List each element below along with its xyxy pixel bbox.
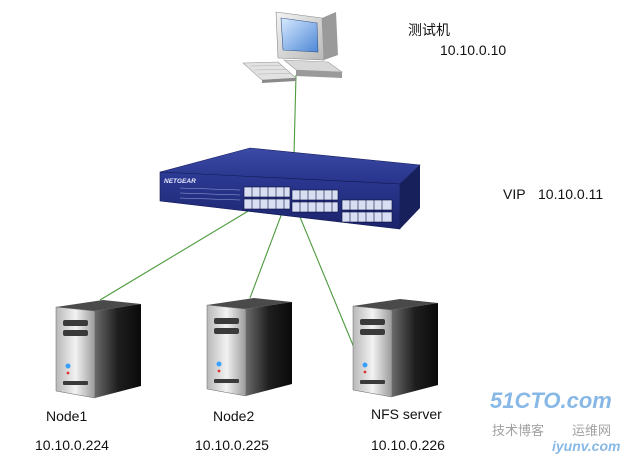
- node2-label: Node2: [213, 408, 255, 424]
- switch-brand: NETGEAR: [164, 178, 196, 185]
- nfs-label: NFS server: [371, 406, 442, 422]
- watermark-url: iyunv.com: [552, 438, 621, 454]
- node2-ip: 10.10.0.225: [195, 437, 269, 453]
- node1-label: Node1: [46, 408, 88, 424]
- server-node2-icon: [206, 298, 292, 397]
- cable-node1-switch: [99, 209, 251, 301]
- node1-ip: 10.10.0.224: [35, 437, 109, 453]
- switch-icon: NETGEAR: [159, 147, 421, 230]
- watermark-line2: 运维网: [572, 423, 612, 438]
- computer-icon: [242, 11, 343, 83]
- watermark: 51CTO.com 技术博客 运维网 iyunv.com: [488, 386, 633, 458]
- nfs-ip: 10.10.0.226: [371, 437, 445, 453]
- vip-ip: 10.10.0.11: [538, 186, 604, 202]
- server-nfs-icon: [352, 299, 438, 398]
- server-node1-icon: [55, 300, 141, 399]
- watermark-line1: 技术博客: [492, 423, 545, 438]
- tester-ip: 10.10.0.10: [440, 42, 507, 58]
- cable-nfs-switch: [294, 204, 356, 351]
- tester-label: 测试机: [408, 22, 450, 38]
- watermark-brand: 51CTO.com: [490, 388, 612, 413]
- cable-node2-switch: [249, 204, 286, 299]
- vip-label: VIP: [503, 186, 526, 202]
